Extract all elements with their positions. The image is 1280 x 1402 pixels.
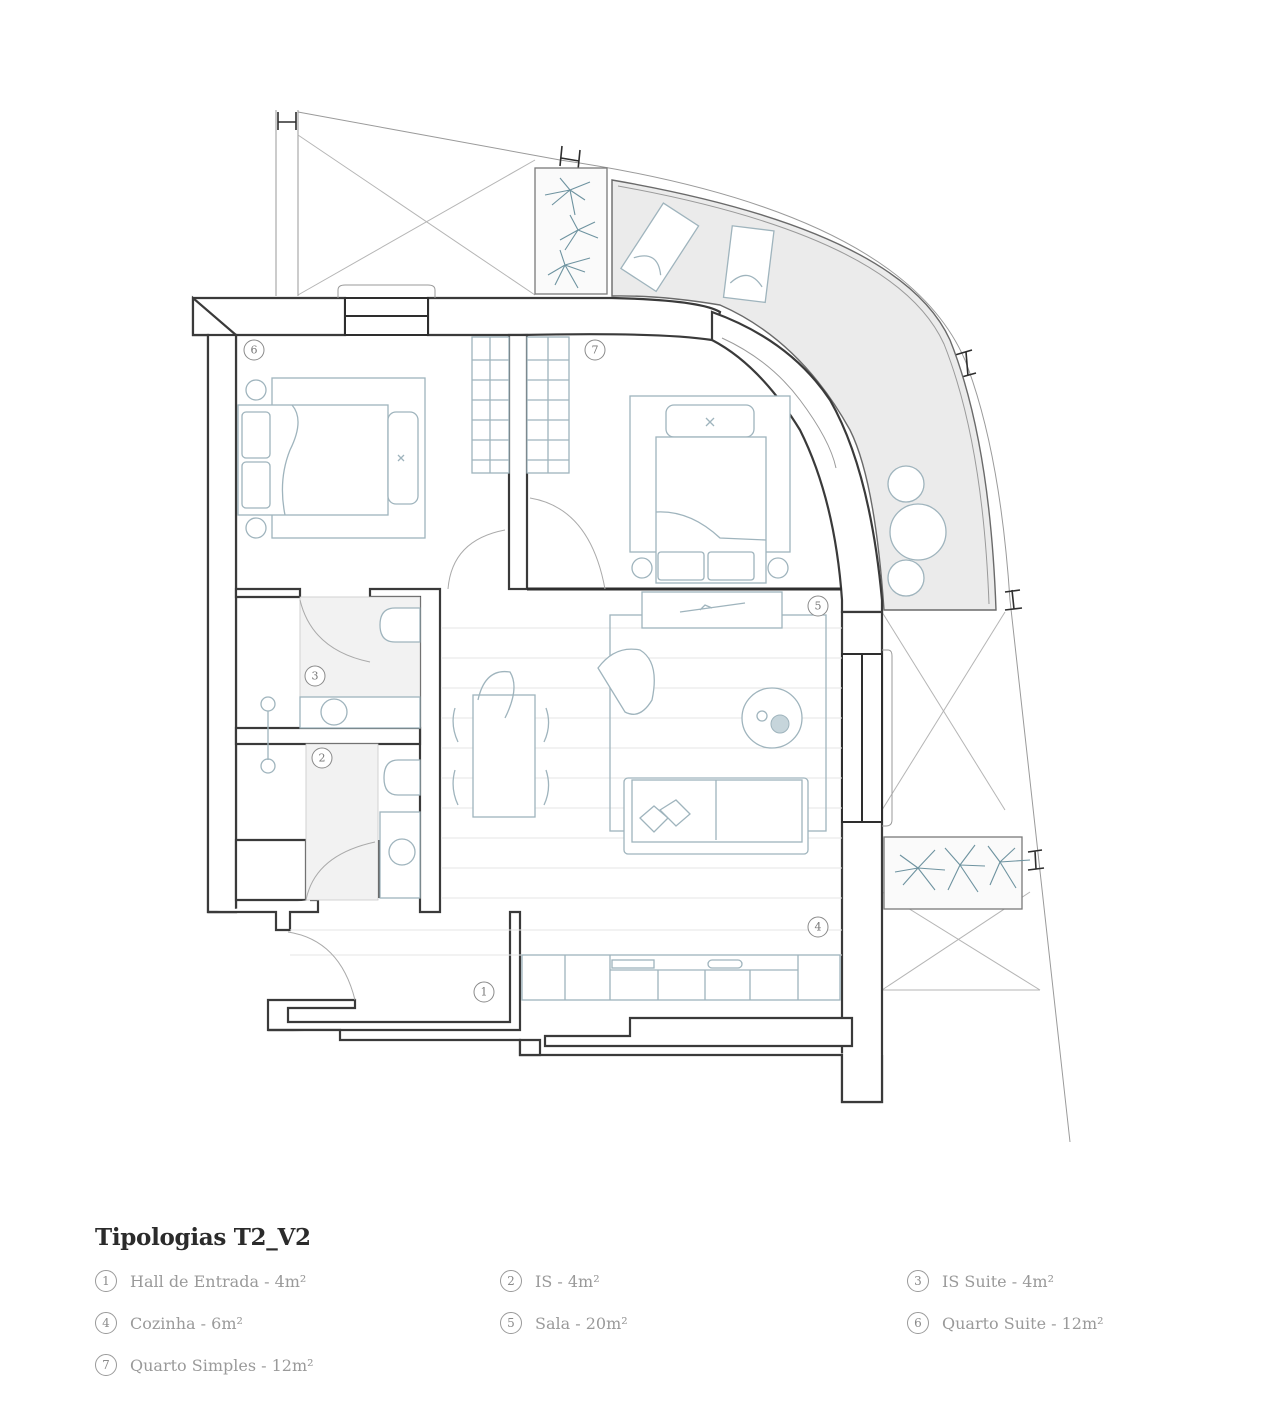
bathroom-2-floor bbox=[305, 743, 379, 901]
legend-number: 4 bbox=[95, 1312, 117, 1334]
room-marker-6: 6 bbox=[243, 339, 265, 361]
sun-loungers bbox=[619, 202, 775, 304]
room-marker-3: 3 bbox=[304, 665, 326, 687]
legend-item-hall: 1 Hall de Entrada - 4m² bbox=[95, 1267, 500, 1295]
legend-label: Quarto Simples - 12m² bbox=[130, 1355, 314, 1375]
room-marker-1: 1 bbox=[473, 981, 495, 1003]
room-markers: 1 2 3 4 5 6 7 bbox=[243, 339, 829, 1003]
terrace-table-set bbox=[887, 465, 947, 597]
svg-text:1: 1 bbox=[481, 986, 488, 999]
room-marker-4: 4 bbox=[807, 916, 829, 938]
legend-label: Quarto Suite - 12m² bbox=[942, 1313, 1104, 1333]
planter-top bbox=[534, 167, 608, 295]
svg-text:2: 2 bbox=[319, 752, 326, 765]
legend-label: IS - 4m² bbox=[535, 1271, 600, 1291]
site-outline bbox=[275, 110, 1071, 1143]
svg-text:3: 3 bbox=[312, 670, 319, 683]
room-marker-7: 7 bbox=[584, 339, 606, 361]
legend-number: 1 bbox=[95, 1270, 117, 1292]
kitchen-counter bbox=[521, 954, 841, 1001]
floor-plan: 1 2 3 4 5 6 7 bbox=[191, 110, 1071, 1143]
wardrobes bbox=[471, 336, 570, 474]
living-room-furniture bbox=[597, 591, 827, 855]
svg-text:7: 7 bbox=[592, 344, 599, 357]
terrace bbox=[611, 179, 997, 611]
legend-grid: 1 Hall de Entrada - 4m² 2 IS - 4m² 3 IS … bbox=[95, 1267, 1195, 1379]
legend-item-quarto-simples: 7 Quarto Simples - 12m² bbox=[95, 1351, 500, 1379]
legend-number: 5 bbox=[500, 1312, 522, 1334]
legend-label: IS Suite - 4m² bbox=[942, 1271, 1054, 1291]
legend-item-cozinha: 4 Cozinha - 6m² bbox=[95, 1309, 500, 1337]
legend: Tipologias T2_V2 1 Hall de Entrada - 4m²… bbox=[95, 1224, 1195, 1379]
legend-item-sala: 5 Sala - 20m² bbox=[500, 1309, 907, 1337]
legend-number: 2 bbox=[500, 1270, 522, 1292]
bathroom-fixtures bbox=[260, 607, 421, 899]
legend-item-quarto-suite: 6 Quarto Suite - 12m² bbox=[907, 1309, 1207, 1337]
bed-room-7 bbox=[629, 395, 791, 584]
legend-title: Tipologias T2_V2 bbox=[95, 1224, 311, 1251]
legend-number: 7 bbox=[95, 1354, 117, 1376]
walls bbox=[191, 284, 893, 1104]
planter-right bbox=[883, 836, 1031, 910]
legend-number: 3 bbox=[907, 1270, 929, 1292]
room-marker-5: 5 bbox=[807, 595, 829, 617]
legend-label: Sala - 20m² bbox=[535, 1313, 628, 1333]
bed-room-6 bbox=[237, 377, 426, 539]
doors bbox=[287, 497, 606, 1001]
bathroom-3-floor bbox=[299, 596, 421, 698]
legend-label: Hall de Entrada - 4m² bbox=[130, 1271, 307, 1291]
legend-number: 6 bbox=[907, 1312, 929, 1334]
svg-text:6: 6 bbox=[251, 344, 258, 357]
svg-text:4: 4 bbox=[815, 921, 822, 934]
legend-item-is: 2 IS - 4m² bbox=[500, 1267, 907, 1295]
svg-text:5: 5 bbox=[815, 600, 822, 613]
legend-label: Cozinha - 6m² bbox=[130, 1313, 243, 1333]
dining-set bbox=[452, 670, 550, 818]
room-marker-2: 2 bbox=[311, 747, 333, 769]
legend-item-is-suite: 3 IS Suite - 4m² bbox=[907, 1267, 1207, 1295]
